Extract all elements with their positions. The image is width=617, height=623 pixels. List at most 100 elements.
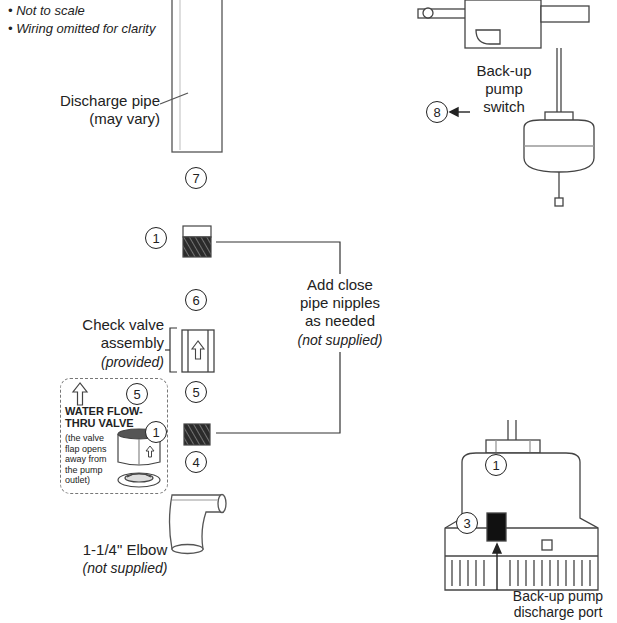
flow-note: (the valve flap opens away from the pump… (65, 433, 119, 486)
port-arrow-part (496, 551, 497, 590)
check-valve-part (192, 341, 204, 359)
upper-nipple-part (183, 237, 211, 257)
check-valve-part (187, 330, 188, 372)
backup-pump-part-part (517, 560, 519, 586)
backup-pump-part-part (483, 560, 485, 586)
switch-illustration-part (465, 0, 541, 48)
callout-number: 7 (185, 167, 207, 189)
check-valve-part (182, 330, 214, 372)
switch-illustration-part (524, 145, 594, 146)
backup-pump-part (507, 420, 508, 442)
switch-illustration-part (541, 6, 589, 22)
backup-pump-part (542, 540, 552, 550)
check-valve-part (207, 330, 208, 372)
elbow-fitting (170, 495, 227, 554)
part-label: Discharge pipe (may vary) (46, 92, 160, 128)
callout-number: 1 (145, 421, 167, 443)
callout-text: 5 (192, 386, 199, 399)
backup-pump-part-part (573, 560, 575, 586)
backup-pump-part (486, 440, 540, 453)
valve-flap (118, 473, 160, 487)
switch-illustration-part (423, 8, 433, 18)
backup-pump-part-part (533, 560, 535, 586)
callout-text: 1 (492, 459, 499, 472)
port-arrow (493, 544, 501, 590)
discharge-pipe-part (172, 0, 222, 152)
switch-illustration-part (476, 30, 500, 44)
backup-pump-part-part (509, 560, 511, 586)
backup-pump-part-part (565, 560, 567, 586)
part-label: Add close pipe nipples as needed (292, 276, 388, 330)
callout-number: 5 (126, 383, 148, 405)
check-valve (182, 330, 214, 372)
callout-number: 5 (185, 381, 207, 403)
backup-pump-part (445, 555, 598, 556)
part-label: Back-up pump discharge port (502, 588, 614, 620)
discharge-pipe-part (179, 0, 180, 150)
backup-pump-part (495, 440, 496, 453)
nipple-bracket-part (216, 352, 340, 433)
callout-number: 4 (185, 451, 207, 473)
callout-number: 1 (145, 227, 167, 249)
callout-text: 5 (133, 388, 140, 401)
backup-pump-part (445, 453, 598, 590)
upper-nipple (183, 226, 211, 257)
flow-arrow-part (73, 383, 87, 405)
switch-illustration-part (558, 172, 559, 200)
nipple-bracket-part (216, 242, 340, 274)
pointer-arrow-part (450, 108, 458, 116)
port-arrow-part (493, 544, 501, 553)
callout-text: 6 (192, 294, 199, 307)
callout-number: 1 (485, 454, 507, 476)
callout-text: 1 (152, 232, 159, 245)
elbow-fitting-part (172, 499, 218, 500)
elbow-fitting-part (170, 495, 225, 549)
part-note: (not supplied) (280, 331, 400, 349)
backup-pump-part-part (541, 560, 543, 586)
callout-text: 1 (152, 426, 159, 439)
discharge-pipe (160, 0, 222, 152)
callout-number: 6 (185, 289, 207, 311)
backup-pump-part-part (581, 560, 583, 586)
switch-illustration-part (524, 120, 594, 172)
flow-arrow (73, 383, 87, 405)
callout-number: 3 (456, 512, 478, 534)
pointer-arrow (450, 108, 470, 116)
valve-bracket-part (170, 328, 177, 372)
valve-cylinder-part (146, 446, 154, 457)
part-label: 1-1/4" Elbow (70, 541, 180, 559)
callout-number: 8 (426, 101, 448, 123)
part-label: Back-up pump switch (468, 62, 540, 116)
callout-text: 4 (192, 456, 199, 469)
backup-pump-part-part (525, 560, 527, 586)
callout-text: 8 (433, 106, 440, 119)
switch-illustration-part (556, 48, 557, 120)
valve-flap-part (125, 474, 153, 482)
discharge-pipe-part (160, 93, 188, 104)
elbow-fitting-part (172, 545, 203, 554)
elbow-fitting-part (218, 495, 226, 513)
backup-pump-part-part (475, 560, 477, 586)
valve-flap-part (118, 473, 160, 487)
valve-bracket-part (165, 349, 170, 350)
lower-nipple-part (184, 424, 210, 445)
backup-pump-part-part (459, 560, 461, 586)
note-text: • Not to scale (8, 2, 268, 20)
switch-illustration (418, 0, 594, 206)
callout-text: 3 (463, 517, 470, 530)
backup-pump-part-part (467, 560, 469, 586)
note-text: • Wiring omitted for clarity (8, 20, 268, 38)
backup-pump-part-part (451, 560, 453, 586)
part-note: (not supplied) (70, 559, 180, 577)
switch-illustration-part (555, 198, 563, 206)
backup-pump-part (529, 440, 530, 453)
switch-illustration-part (560, 48, 561, 120)
valve-cylinder-part (138, 439, 139, 465)
valve-flap-part (127, 474, 151, 478)
backup-pump (445, 420, 598, 590)
part-note: (provided) (62, 353, 164, 371)
backup-pump-part-part (589, 560, 591, 586)
upper-nipple-part (183, 226, 211, 237)
backup-pump-part (487, 513, 506, 541)
